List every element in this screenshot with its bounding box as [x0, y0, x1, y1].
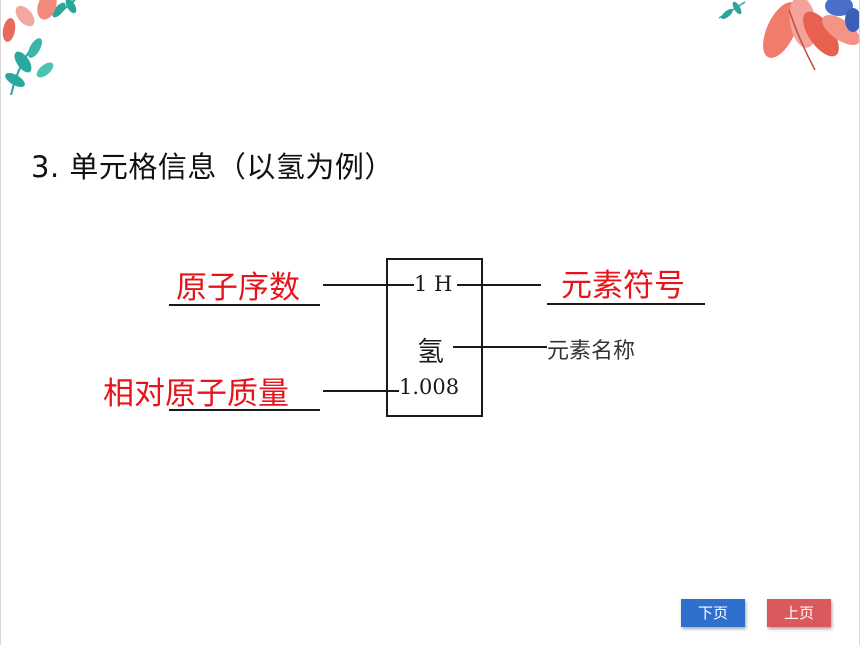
answer-relative-atomic-mass: 相对原子质量 — [103, 376, 289, 412]
answer-element-symbol: 元素符号 — [561, 268, 685, 304]
label-element-name: 元素名称 — [547, 339, 636, 364]
flower-decoration-icon — [719, 0, 859, 71]
section-heading: 3. 单元格信息（以氢为例） — [31, 150, 394, 184]
cell-element-name: 氢 — [417, 337, 444, 368]
next-page-button[interactable]: 下页 — [681, 599, 745, 627]
answer-atomic-number: 原子序数 — [176, 270, 300, 306]
cell-atomic-mass: 1.008 — [399, 375, 460, 399]
element-cell-box — [386, 258, 483, 417]
cell-number-symbol: 1 H — [414, 272, 453, 296]
previous-page-button[interactable]: 上页 — [767, 599, 831, 627]
leaf-decoration-icon — [2, 0, 77, 95]
